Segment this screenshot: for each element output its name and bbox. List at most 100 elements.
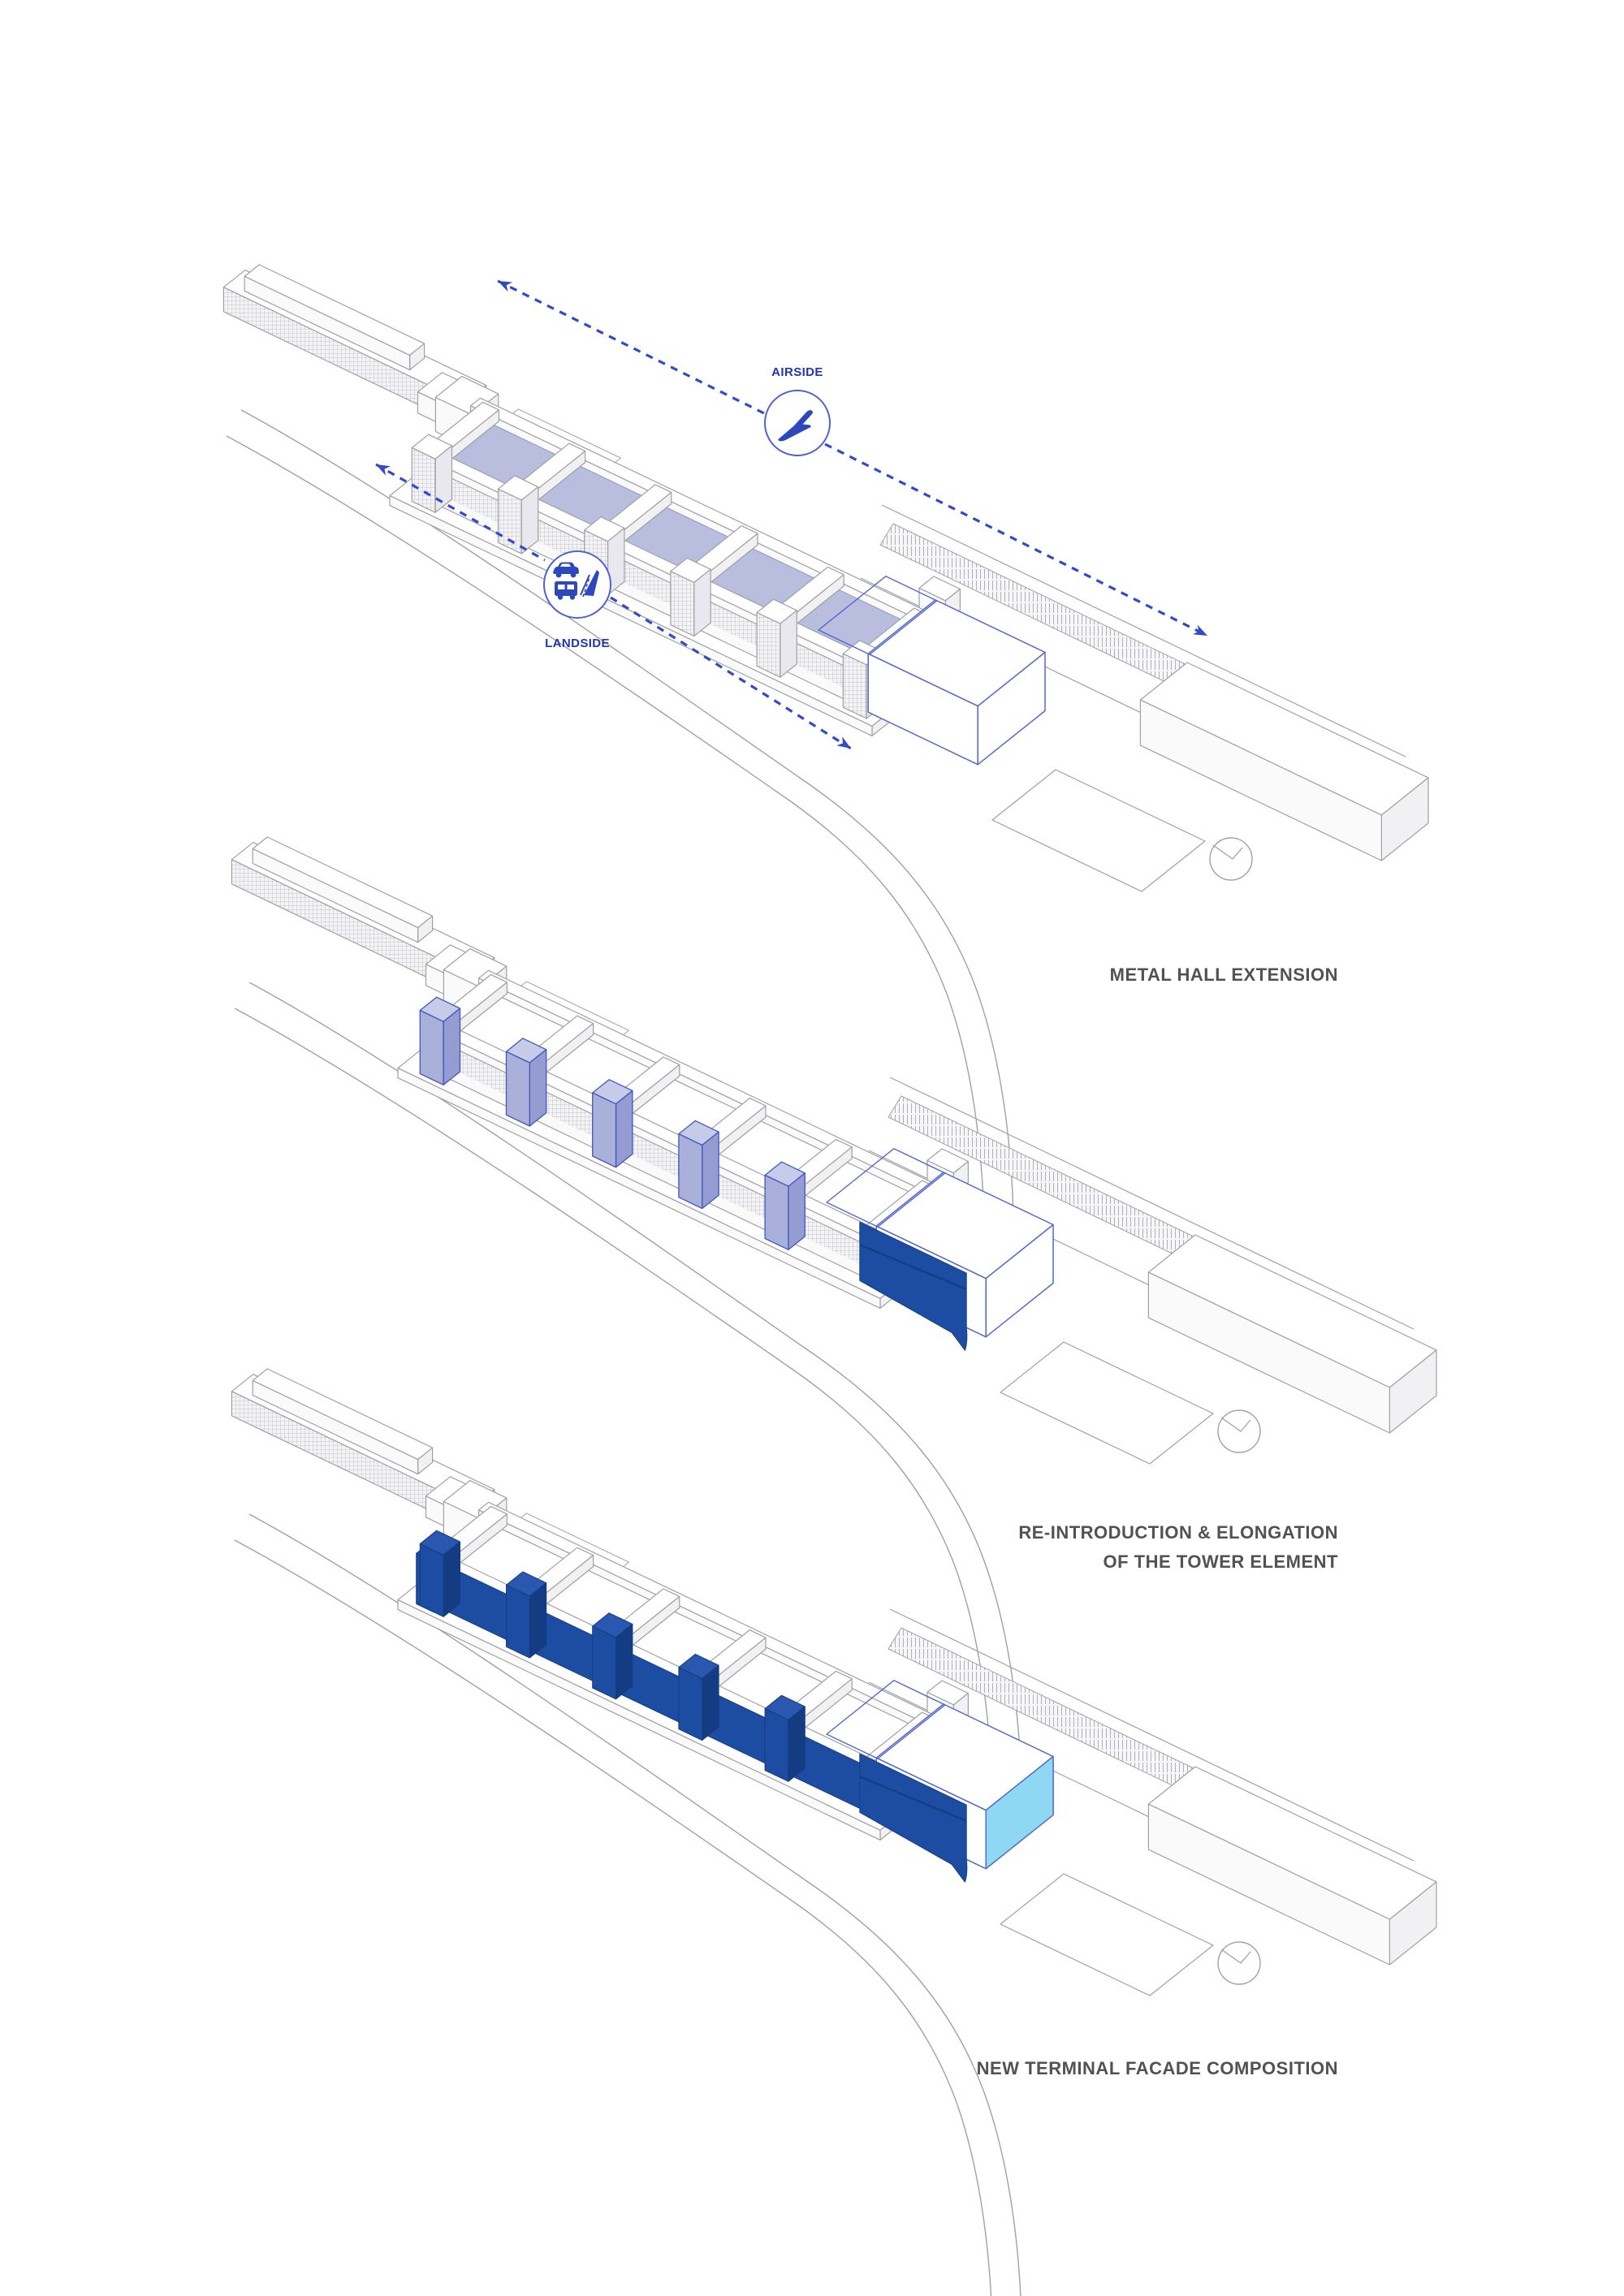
- airside-ground: [868, 1608, 1437, 1996]
- roundabout-icon: [1217, 1409, 1261, 1453]
- apron-edge: [889, 1077, 1415, 1330]
- caption-tower-line1: RE-INTRODUCTION & ELONGATION: [1018, 1522, 1338, 1543]
- car-window: [560, 563, 571, 567]
- bus-wheel: [557, 594, 564, 600]
- tower-element: [505, 1051, 530, 1127]
- airside-ground: [868, 1077, 1437, 1465]
- landside-badge: [543, 550, 611, 619]
- roundabout-icon: [1209, 837, 1253, 881]
- tower-element: [411, 447, 436, 513]
- metal-hall-roof-outline: [826, 1148, 946, 1228]
- tower-element: [443, 1008, 461, 1085]
- pier-building: [231, 1368, 508, 1554]
- road-edge: [240, 409, 1014, 1219]
- airside-building: [1139, 699, 1383, 861]
- plane-takeoff-icon: [778, 410, 813, 442]
- road-dash-line: [582, 576, 590, 598]
- arrowhead-icon: [1192, 624, 1207, 636]
- diagram-existing: [222, 264, 1429, 1225]
- tower-element: [615, 1623, 633, 1700]
- light-blue-end-face: [985, 1755, 1054, 1870]
- tower-element: [592, 1625, 616, 1700]
- road-icon: [580, 570, 599, 598]
- pier-roof-volume: [252, 1379, 419, 1475]
- tower-element: [842, 653, 867, 719]
- pier-roof-volume: [252, 848, 419, 943]
- airside-building: [1147, 1271, 1391, 1434]
- tower-element: [788, 1172, 806, 1250]
- facade-fold-line: [859, 1776, 967, 1823]
- podium: [397, 1067, 881, 1310]
- tower-element: [678, 1667, 703, 1741]
- pier-building: [231, 836, 508, 1022]
- landside-flow-line: [375, 463, 546, 562]
- landside-road: [234, 982, 1022, 1798]
- airside-badge: [764, 390, 831, 456]
- bus-icon: [555, 581, 577, 600]
- bus-window: [567, 585, 574, 589]
- roundabout-icon: [1220, 1949, 1251, 1964]
- arrowhead-icon: [836, 736, 851, 749]
- tower-element: [419, 1543, 444, 1617]
- car-wheel: [555, 572, 562, 578]
- tower-element: [529, 1049, 547, 1127]
- tower-element: [529, 1582, 547, 1659]
- roundabout-icon: [1212, 844, 1243, 860]
- apron-edge: [889, 1608, 1415, 1862]
- airside-flow-line: [497, 279, 771, 418]
- parking-apron: [1000, 1873, 1214, 1996]
- metal-hall-extension: [818, 576, 1046, 766]
- arrowhead-icon: [498, 281, 513, 292]
- caption-metal-hall-extension: METAL HALL EXTENSION: [1109, 965, 1338, 985]
- tower-element: [615, 1090, 633, 1168]
- metal-hall-roof-outline: [818, 576, 938, 655]
- car-icon: [553, 562, 579, 578]
- caption-tower-line2: OF THE TOWER ELEMENT: [1103, 1552, 1338, 1572]
- tower-element: [443, 1541, 460, 1617]
- road-edge: [234, 1539, 992, 2296]
- tower-element: [497, 488, 522, 555]
- pier-roof-volume: [244, 275, 411, 371]
- flow-annotations: [375, 279, 1208, 750]
- diagram-facade: [231, 1368, 1437, 2296]
- metal-hall-extension: [826, 1148, 1054, 1351]
- pier-building: [222, 264, 499, 450]
- caption-new-facade: NEW TERMINAL FACADE COMPOSITION: [976, 2058, 1338, 2078]
- landside-label: LANDSIDE: [545, 637, 610, 650]
- terminal-building: [397, 1501, 974, 1841]
- road-edge: [226, 435, 985, 1225]
- parking-apron: [1000, 1341, 1214, 1465]
- tower-element: [506, 1584, 530, 1659]
- podium: [389, 494, 873, 737]
- caption-tower-element: RE-INTRODUCTION & ELONGATION OF THE TOWE…: [818, 1518, 1338, 1577]
- tower-element: [788, 1706, 806, 1782]
- tower-facade-panel: [859, 1753, 968, 1883]
- road-edge: [248, 1513, 1021, 2296]
- road-wedge: [584, 570, 599, 596]
- tower-element: [756, 611, 781, 678]
- tower-element: [419, 1009, 444, 1085]
- apron-edge: [881, 504, 1406, 757]
- tower-element: [764, 1708, 789, 1782]
- airside-label: AIRSIDE: [771, 365, 823, 379]
- bus-window: [558, 585, 565, 589]
- landside-road: [226, 409, 1014, 1225]
- tower-element: [592, 1092, 617, 1168]
- terminal-building: [397, 969, 974, 1310]
- roundabout-icon: [1217, 1941, 1261, 1985]
- roundabout-icon: [1220, 1417, 1251, 1432]
- arrowhead-icon: [376, 464, 391, 476]
- car-body: [553, 562, 579, 574]
- podium: [397, 1599, 881, 1841]
- tower-element: [670, 571, 695, 637]
- tower-facade-panel: [859, 1221, 968, 1351]
- metal-hall-roof-outline: [826, 1680, 946, 1759]
- airside-flow-line: [824, 442, 1208, 637]
- tower-element: [764, 1174, 789, 1250]
- road-line: [580, 574, 590, 596]
- airside-building: [1147, 1803, 1391, 1966]
- road-edge: [234, 1008, 993, 1798]
- bus-wheel: [569, 594, 576, 600]
